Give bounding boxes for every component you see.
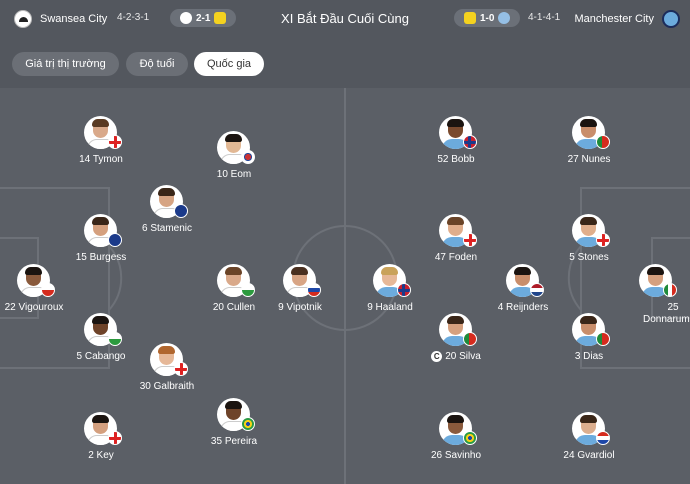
man-city-crest-icon: [662, 10, 680, 28]
home-team[interactable]: Swansea City: [14, 10, 115, 28]
player-name: 15 Burgess: [56, 252, 146, 263]
player-name: 20 Cullen: [189, 302, 279, 313]
player-name: 22 Vigouroux: [0, 302, 79, 313]
player-avatar: [572, 313, 605, 346]
player-name: 47 Foden: [411, 252, 501, 263]
player-name: 10 Eom: [189, 169, 279, 180]
player-name: 26 Savinho: [411, 450, 501, 461]
player-label: 26 Savinho: [430, 450, 482, 461]
tab-nationality[interactable]: Quốc gia: [194, 52, 264, 76]
player-label: 30 Galbraith: [139, 381, 195, 392]
player-label: 20 Silva: [445, 351, 481, 363]
player-label: 25 Donnarumma: [643, 302, 690, 325]
netherlands-flag-icon: [530, 283, 544, 297]
city-mini-crest-icon: [498, 12, 511, 24]
tab-age[interactable]: Độ tuổi: [126, 52, 188, 76]
away-last-result-score: 1-0: [480, 12, 495, 24]
player-label: 5 Stones: [569, 252, 609, 263]
player-label: 47 Foden: [434, 252, 478, 263]
away-formation: 4-1-4-1: [528, 12, 561, 23]
home-team-name: Swansea City: [40, 13, 108, 25]
player-name: 14 Tymon: [56, 154, 146, 165]
away-last-result[interactable]: 1-0: [454, 9, 521, 27]
player-avatar: [150, 343, 183, 376]
player-label: 24 Gvardiol: [563, 450, 615, 461]
player-name: 2 Key: [56, 450, 146, 461]
chile-flag-icon: [41, 283, 55, 297]
tab-market-value[interactable]: Giá trị thị trường: [12, 52, 119, 76]
match-header: Swansea City 4-2-3-1 2-1 XI Bắt Đầu Cuối…: [0, 0, 690, 88]
player-name: 30 Galbraith: [122, 381, 212, 392]
player-label: 20 Cullen: [212, 302, 256, 313]
korea-flag-icon: [241, 150, 255, 164]
player-name: 6 Stamenic: [122, 223, 212, 234]
norway-flag-icon: [463, 135, 477, 149]
australia-flag-icon: [108, 233, 122, 247]
player-name: 27 Nunes: [544, 154, 634, 165]
player-label: 22 Vigouroux: [4, 302, 64, 313]
home-last-result-score: 2-1: [196, 12, 211, 24]
player-name: 25 Donnarumma: [643, 302, 690, 326]
italy-flag-icon: [663, 283, 677, 297]
player-label: 15 Burgess: [75, 252, 127, 263]
player-label: 10 Eom: [216, 169, 252, 180]
england-flag-icon: [108, 135, 122, 149]
player-name: 52 Bobb: [411, 154, 501, 165]
swansea-mini-crest-icon: [180, 12, 192, 24]
brazil-flag-icon: [241, 417, 255, 431]
player-avatar: [572, 214, 605, 247]
player-label: 6 Stamenic: [141, 223, 193, 234]
player-label: 35 Pereira: [210, 436, 258, 447]
player-label: 27 Nunes: [567, 154, 611, 165]
captain-badge: C: [431, 351, 443, 362]
player-name: 4 Reijnders: [478, 302, 568, 313]
player-avatar: [84, 412, 117, 445]
player-label: 2 Key: [88, 450, 114, 461]
player-name: 9 Haaland: [345, 302, 435, 313]
england-flag-icon: [463, 233, 477, 247]
player-label: 52 Bobb: [437, 154, 475, 165]
portugal-flag-icon: [463, 332, 477, 346]
away-team[interactable]: Manchester City: [567, 10, 680, 28]
home-formation: 4-2-3-1: [117, 12, 150, 23]
player-label: 9 Vipotnik: [278, 302, 322, 313]
slovenia-flag-icon: [307, 283, 321, 297]
player-avatar: [217, 398, 250, 431]
home-last-result[interactable]: 2-1: [170, 9, 237, 27]
player-name: 3 Dias: [544, 351, 634, 362]
player-name: 24 Gvardiol: [544, 450, 634, 461]
player-avatar: [506, 264, 539, 297]
wales-flag-icon: [108, 332, 122, 346]
portugal-flag-icon: [596, 332, 610, 346]
new-zealand-flag-icon: [174, 204, 188, 218]
villa-crest-icon: [464, 12, 476, 24]
player-label: 3 Dias: [574, 351, 604, 362]
croatia-flag-icon: [596, 431, 610, 445]
northern-ireland-flag-icon: [174, 362, 188, 376]
brazil-flag-icon: [463, 431, 477, 445]
wales-flag-icon: [241, 283, 255, 297]
player-name: 9 Vipotnik: [255, 302, 345, 313]
player-name: 35 Pereira: [189, 436, 279, 447]
away-team-name: Manchester City: [574, 13, 654, 25]
player-label: 5 Cabango: [76, 351, 126, 362]
page-title: XI Bắt Đầu Cuối Cùng: [281, 11, 409, 26]
player-name: 5 Stones: [544, 252, 634, 263]
england-flag-icon: [596, 233, 610, 247]
player-label: 14 Tymon: [79, 154, 123, 165]
player-label: 4 Reijnders: [497, 302, 549, 313]
player-avatar: [639, 264, 672, 297]
player-label: 9 Haaland: [367, 302, 413, 313]
norwich-crest-icon: [214, 12, 227, 24]
portugal-flag-icon: [596, 135, 610, 149]
player-name: 5 Cabango: [56, 351, 146, 362]
norway-flag-icon: [397, 283, 411, 297]
england-flag-icon: [108, 431, 122, 445]
swansea-crest-icon: [14, 10, 32, 28]
